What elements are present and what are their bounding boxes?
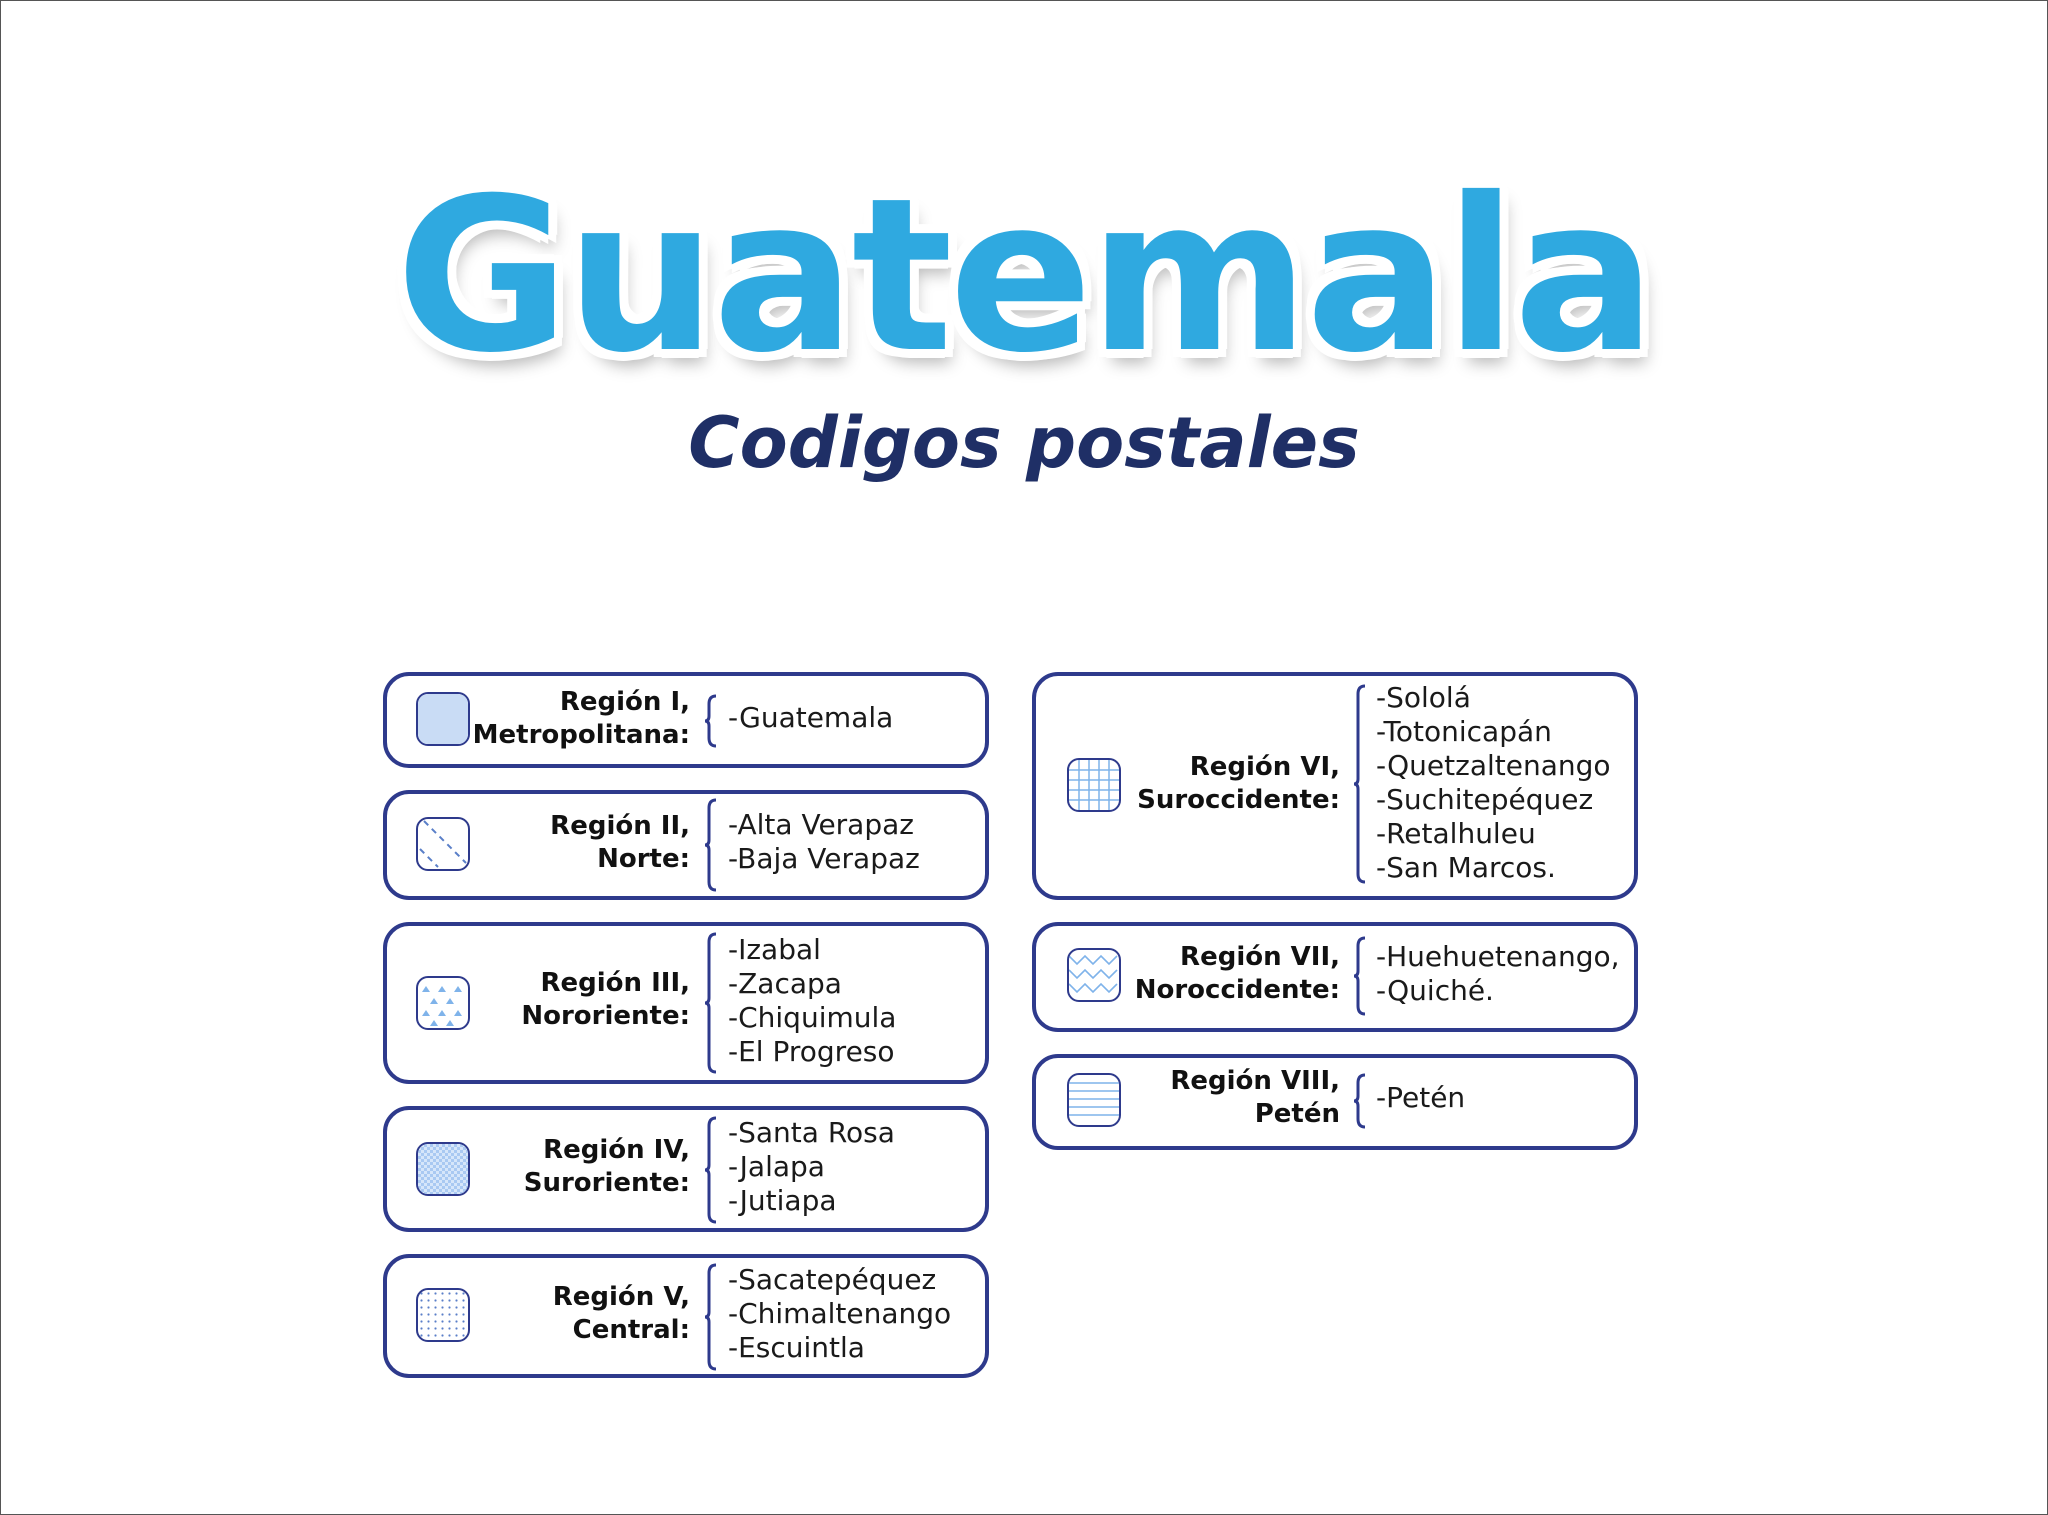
page-title: Guatemala [395, 152, 1657, 399]
region-swatch-triangles [416, 976, 470, 1030]
region-label: Región V, Central: [553, 1281, 690, 1347]
department-item: -Alta Verapaz [728, 808, 914, 841]
region-swatch-diagonal-dashed [416, 817, 470, 871]
department-item: -Escuintla [728, 1331, 865, 1364]
region-number: Región III, [540, 968, 691, 998]
department-list: -Santa Rosa -Jalapa -Jutiapa [728, 1116, 895, 1218]
department-list: -Huehuetenango, -Quiché. [1376, 940, 1620, 1008]
region-name: Central: [572, 1315, 690, 1345]
department-list: -Sololá -Totonicapán -Quetzaltenango -Su… [1376, 681, 1611, 885]
region-card-2 [383, 790, 989, 900]
department-item: -Sacatepéquez [728, 1263, 937, 1296]
department-item: -Chiquimula [728, 1001, 897, 1034]
region-name: Suroccidente: [1137, 785, 1340, 815]
region-swatch-horizontal-lines [1067, 1073, 1121, 1127]
region-card-8 [1032, 1054, 1638, 1150]
department-item: -Huehuetenango, [1376, 940, 1620, 973]
region-label: Región VI, Suroccidente: [1137, 751, 1340, 817]
brace-icon [704, 798, 718, 892]
brace-icon [1353, 1073, 1367, 1129]
department-item: -Petén [1376, 1081, 1466, 1114]
region-number: Región VII, [1180, 942, 1340, 972]
region-card-5 [383, 1254, 989, 1378]
region-label: Región IV, Suroriente: [524, 1134, 690, 1200]
region-name: Suroriente: [523, 1168, 690, 1198]
region-swatch-grid [1067, 758, 1121, 812]
department-list: -Guatemala [728, 701, 893, 735]
region-name: Noroccidente: [1134, 975, 1340, 1005]
department-item: -Suchitepéquez [1376, 783, 1594, 816]
region-card-4 [383, 1106, 989, 1232]
region-number: Región VI, [1189, 752, 1340, 782]
region-swatch-dots [416, 1288, 470, 1342]
department-item: -Sololá [1376, 681, 1471, 714]
department-list: -Sacatepéquez -Chimaltenango -Escuintla [728, 1263, 951, 1365]
brace-icon [704, 932, 718, 1074]
brace-icon [704, 1263, 718, 1371]
page-subtitle: Codigos postales [688, 402, 1360, 484]
department-item: -Jalapa [728, 1150, 825, 1183]
department-item: -Jutiapa [728, 1184, 837, 1217]
region-name: Petén [1254, 1099, 1340, 1129]
region-label: Región I, Metropolitana: [473, 686, 690, 752]
region-number: Región V, [552, 1282, 690, 1312]
region-label: Región III, Nororiente: [521, 967, 690, 1033]
brace-icon [704, 694, 718, 748]
department-item: -Chimaltenango [728, 1297, 952, 1330]
department-item: -San Marcos. [1376, 851, 1556, 884]
region-number: Región IV, [543, 1135, 690, 1165]
region-label: Región VII, Noroccidente: [1135, 941, 1340, 1007]
region-card-7 [1032, 922, 1638, 1032]
region-name: Nororiente: [521, 1001, 690, 1031]
region-card-3 [383, 922, 989, 1084]
department-item: -Retalhuleu [1376, 817, 1536, 850]
region-swatch-checker [416, 1142, 470, 1196]
region-label: Región VIII, Petén [1170, 1065, 1340, 1131]
department-item: -Baja Verapaz [728, 842, 920, 875]
department-item: -Zacapa [728, 967, 842, 1000]
department-list: -Alta Verapaz -Baja Verapaz [728, 808, 920, 876]
department-item: -Santa Rosa [728, 1116, 895, 1149]
department-item: -Guatemala [728, 701, 894, 734]
brace-icon [704, 1116, 718, 1224]
department-item: -Quetzaltenango [1376, 749, 1611, 782]
department-item: -Quiché. [1376, 974, 1494, 1007]
department-item: -Totonicapán [1376, 715, 1552, 748]
brace-icon [1353, 684, 1367, 884]
region-name: Metropolitana: [472, 720, 690, 750]
department-item: -Izabal [728, 933, 821, 966]
department-list: -Petén [1376, 1081, 1465, 1115]
region-swatch-solid [416, 692, 470, 746]
brace-icon [1353, 936, 1367, 1016]
region-label: Región II, Norte: [550, 810, 690, 876]
region-card-6 [1032, 672, 1638, 900]
region-swatch-zigzag [1067, 948, 1121, 1002]
region-number: Región II, [550, 811, 690, 841]
region-name: Norte: [597, 844, 690, 874]
region-number: Región VIII, [1170, 1066, 1340, 1096]
department-list: -Izabal -Zacapa -Chiquimula -El Progreso [728, 933, 896, 1069]
region-card-1 [383, 672, 989, 768]
department-item: -El Progreso [728, 1035, 895, 1068]
region-number: Región I, [559, 687, 690, 717]
